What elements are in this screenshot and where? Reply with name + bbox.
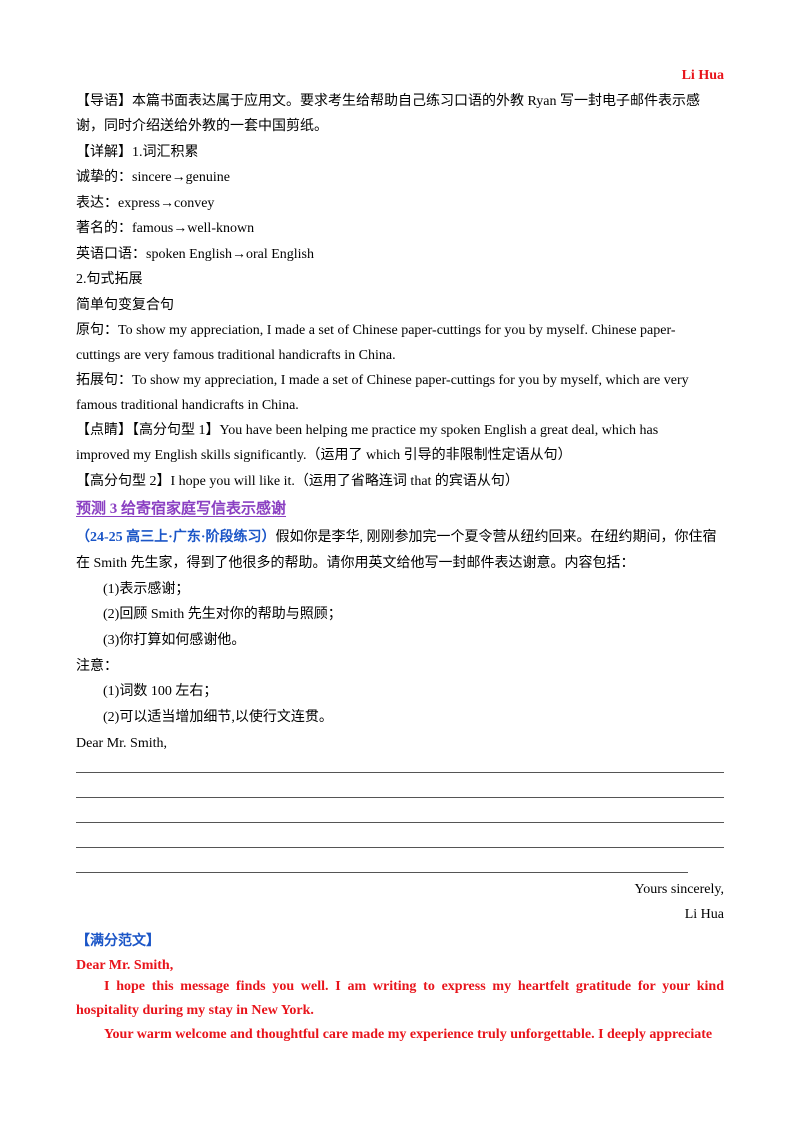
detail-heading: 【详解】1.词汇积累: [76, 145, 199, 160]
sample-heading: 【满分范文】: [76, 934, 160, 949]
extended-sentence-line-1: 拓展句：To show my appreciation, I made a se…: [76, 373, 689, 388]
task-prompt-line-1: （24-25 高三上·广东·阶段练习）假如你是李华, 刚刚参加完一个夏令营从纽约…: [76, 528, 717, 548]
task-prompt-line-2: 在 Smith 先生家，得到了他很多的帮助。请你用英文给他写一封邮件表达谢意。内…: [76, 556, 635, 571]
task-item: (3)你打算如何感谢他。: [103, 633, 246, 648]
sample-paragraph-2: Your warm welcome and thoughtful care ma…: [104, 1027, 713, 1042]
intro-line-1: 【导语】本篇书面表达属于应用文。要求考生给帮助自己练习口语的外教 Ryan 写一…: [76, 94, 700, 109]
sample-salutation: Dear Mr. Smith,: [76, 958, 174, 973]
writing-line: [76, 872, 688, 873]
note-item: (1)词数 100 左右；: [103, 684, 218, 699]
vocab-item: 表达：express→convey: [76, 196, 215, 211]
sentence-subheading: 简单句变复合句: [76, 298, 174, 313]
header-author: Li Hua: [681, 68, 724, 83]
writing-line: [76, 772, 724, 773]
letter-salutation: Dear Mr. Smith,: [76, 736, 167, 751]
intro-line-2: 谢，同时介绍送给外教的一套中国剪纸。: [76, 119, 328, 134]
letter-signature: Li Hua: [684, 907, 724, 922]
highlight-pattern-2: 【高分句型 2】I hope you will like it.（运用了省略连词…: [76, 474, 519, 489]
task-prompt-text: 假如你是李华, 刚刚参加完一个夏令营从纽约回来。在纽约期间，你住宿: [275, 530, 717, 545]
note-label: 注意：: [76, 659, 118, 674]
highlight-pattern-1-line-1: 【点睛】【高分句型 1】You have been helping me pra…: [76, 423, 659, 438]
writing-line: [76, 797, 724, 798]
letter-closing: Yours sincerely,: [634, 882, 724, 897]
task-title: 预测 3 给寄宿家庭写信表示感谢: [76, 501, 287, 517]
writing-line: [76, 822, 724, 823]
sentence-heading: 2.句式拓展: [76, 272, 143, 287]
vocab-item: 诚挚的：sincere→genuine: [76, 170, 230, 185]
task-item: (1)表示感谢；: [103, 582, 190, 597]
extended-sentence-line-2: famous traditional handicrafts in China.: [76, 398, 299, 413]
vocab-item: 英语口语：spoken English→oral English: [76, 247, 314, 262]
vocab-item: 著名的：famous→well-known: [76, 221, 255, 236]
writing-line: [76, 847, 724, 848]
task-source: （24-25 高三上·广东·阶段练习）: [76, 530, 276, 545]
original-sentence-line-2: cuttings are very famous traditional han…: [76, 348, 396, 363]
sample-paragraph-1: I hope this message finds you well. I am…: [76, 979, 724, 1018]
task-item: (2)回顾 Smith 先生对你的帮助与照顾；: [103, 607, 342, 622]
highlight-pattern-1-line-2: improved my English skills significantly…: [76, 448, 572, 463]
note-item: (2)可以适当增加细节,以使行文连贯。: [103, 710, 333, 725]
original-sentence-line-1: 原句：To show my appreciation, I made a set…: [76, 323, 676, 338]
